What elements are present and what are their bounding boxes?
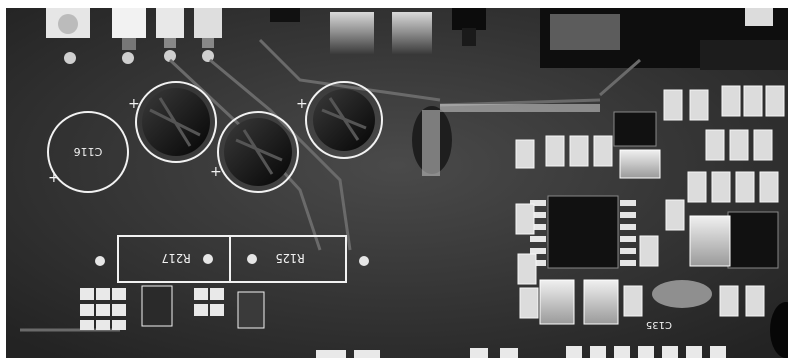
capacitor-c116: C116 + (47, 111, 129, 193)
smd-pad-cluster (80, 285, 265, 330)
polarity-mark: + (48, 170, 60, 186)
damaged-area (412, 104, 600, 176)
polarity-mark: + (296, 96, 308, 112)
top-right-block (540, 8, 788, 70)
capacitor-right-installed: + (296, 81, 383, 159)
top-connectors (46, 8, 300, 64)
r125-label: R125 (276, 251, 305, 265)
r217-label: R217 (162, 251, 191, 265)
resistor-outline: R217 R125 (95, 235, 369, 283)
capacitor-left-installed: + (128, 81, 217, 163)
capacitor-middle-installed: + (210, 111, 299, 193)
smd-components-right: C135 (316, 85, 788, 358)
metal-clips (330, 8, 486, 54)
c116-label: C116 (74, 145, 103, 158)
polarity-mark: + (210, 164, 222, 180)
polarity-mark: + (128, 96, 140, 112)
c135-label: C135 (646, 319, 672, 330)
